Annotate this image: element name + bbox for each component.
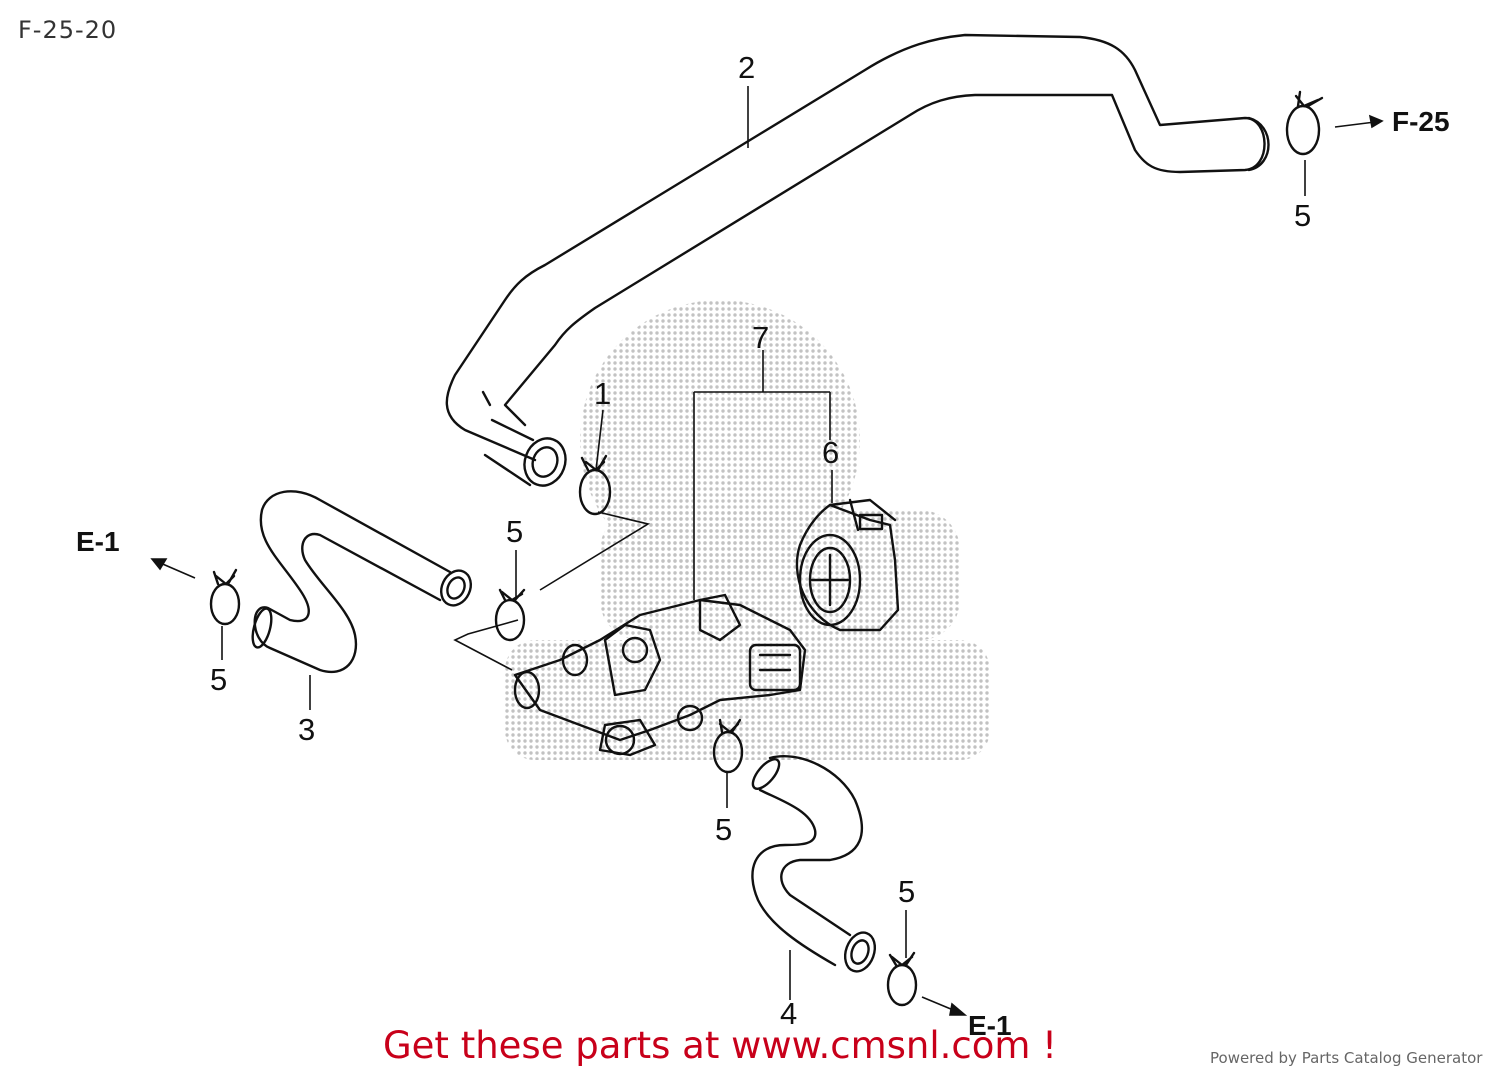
callout-4: 4 — [780, 996, 798, 1031]
valve-assembly-7 — [513, 593, 807, 757]
bracket-6 — [795, 498, 900, 632]
callout-6: 6 — [822, 435, 840, 470]
hose-3 — [251, 490, 472, 673]
callout-1: 1 — [594, 376, 612, 411]
callout-7: 7 — [752, 320, 770, 355]
hose-2 — [445, 33, 1270, 487]
callout-5-center: 5 — [506, 514, 524, 549]
callout-5-top-right: 5 — [1294, 198, 1312, 233]
ref-e1-left[interactable]: E-1 — [76, 526, 120, 557]
clamp-5-left — [209, 568, 241, 626]
credit-text: Powered by Parts Catalog Generator — [1210, 1049, 1483, 1067]
direction-arrows — [150, 114, 1384, 1016]
ref-e1-bottom[interactable]: E-1 — [968, 1010, 1012, 1041]
clamp-5-center — [494, 588, 526, 642]
promo-link[interactable]: Get these parts at www.cmsnl.com ! — [383, 1024, 1058, 1067]
callout-5-lower-center: 5 — [715, 812, 733, 847]
leader-lines — [221, 86, 1306, 1000]
callout-5-lower-right: 5 — [898, 874, 916, 909]
clamp-5-lower-right — [886, 951, 918, 1007]
clamp-5-top-right — [1285, 90, 1324, 156]
watermark-logo — [505, 300, 990, 760]
callout-2: 2 — [738, 50, 756, 85]
hose-4 — [751, 755, 877, 973]
clamp-5-lower-center — [712, 718, 744, 774]
callout-5-left: 5 — [210, 662, 228, 697]
callout-3: 3 — [298, 712, 316, 747]
ref-f25[interactable]: F-25 — [1392, 106, 1450, 137]
page-code: F-25-20 — [18, 16, 118, 44]
